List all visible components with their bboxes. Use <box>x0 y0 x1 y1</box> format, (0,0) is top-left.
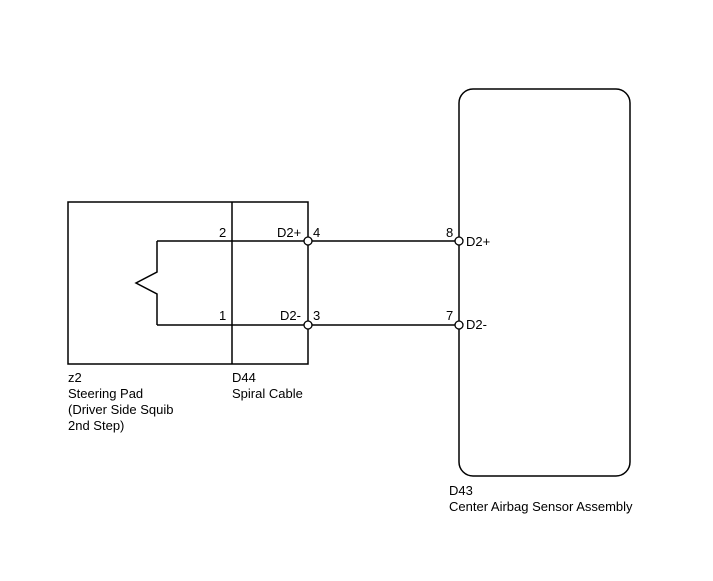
spiral-terminal-4 <box>303 236 313 246</box>
spiral-signal-d2-minus: D2- <box>280 308 301 323</box>
squib-pin-2-label: 2 <box>219 225 226 240</box>
spiral-cable-code: D44 <box>232 370 256 385</box>
sensor-terminal-8 <box>454 236 464 246</box>
sensor-assembly-box <box>458 88 631 477</box>
squib-pin-1-label: 1 <box>219 308 226 323</box>
spiral-cable-name: Spiral Cable <box>232 386 303 401</box>
spiral-signal-d2-plus: D2+ <box>277 225 301 240</box>
spiral-pin-3-label: 3 <box>313 308 320 323</box>
sensor-assembly-code: D43 <box>449 483 473 498</box>
steering-pad-box <box>67 201 309 365</box>
steering-pad-code: z2 <box>68 370 82 385</box>
sensor-terminal-7 <box>454 320 464 330</box>
spiral-terminal-3 <box>303 320 313 330</box>
sensor-signal-d2-plus: D2+ <box>466 234 490 249</box>
steering-pad-name-line-3: 2nd Step) <box>68 418 124 433</box>
spiral-pin-4-label: 4 <box>313 225 320 240</box>
sensor-signal-d2-minus: D2- <box>466 317 487 332</box>
sensor-pin-8-label: 8 <box>446 225 453 240</box>
sensor-pin-7-label: 7 <box>446 308 453 323</box>
sensor-assembly-name: Center Airbag Sensor Assembly <box>449 499 633 514</box>
squib-resistor-symbol <box>134 241 158 325</box>
steering-pad-name-line-1: Steering Pad <box>68 386 143 401</box>
steering-pad-name-line-2: (Driver Side Squib <box>68 402 174 417</box>
